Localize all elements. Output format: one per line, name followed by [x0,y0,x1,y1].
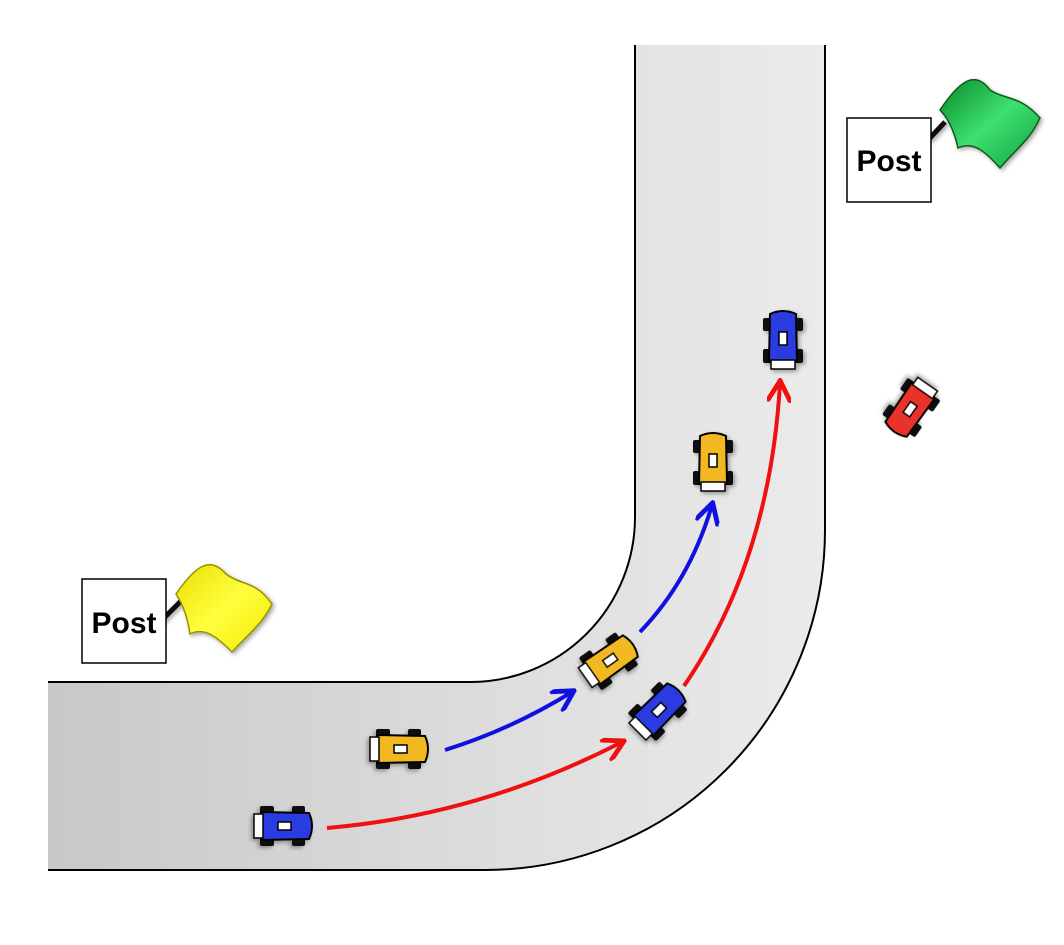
post-sign [846,117,932,203]
yellow-car-icon [693,432,733,492]
track-inner-edge [48,45,636,683]
blue-path-arrow-1 [444,692,572,752]
post-label-lower: Post [91,607,156,640]
red-path-arrow-2 [682,383,780,688]
red-car-icon [881,376,941,438]
yellow-car-icon [577,631,639,691]
blue-car-icon [627,681,688,742]
green-flag-icon [926,78,1041,170]
post-upper: Post [846,78,1041,203]
blue-car-icon [763,310,803,370]
blue-path-arrow-2 [638,505,712,634]
yellow-flag-icon [158,563,273,654]
post-label-upper: Post [856,145,921,178]
red-path-arrow-1 [326,742,622,830]
post-lower: Post [81,563,273,664]
yellow-car-icon [369,729,429,769]
post-sign [81,578,167,664]
track-outer-edge [48,45,826,871]
blue-car-icon [253,806,313,846]
